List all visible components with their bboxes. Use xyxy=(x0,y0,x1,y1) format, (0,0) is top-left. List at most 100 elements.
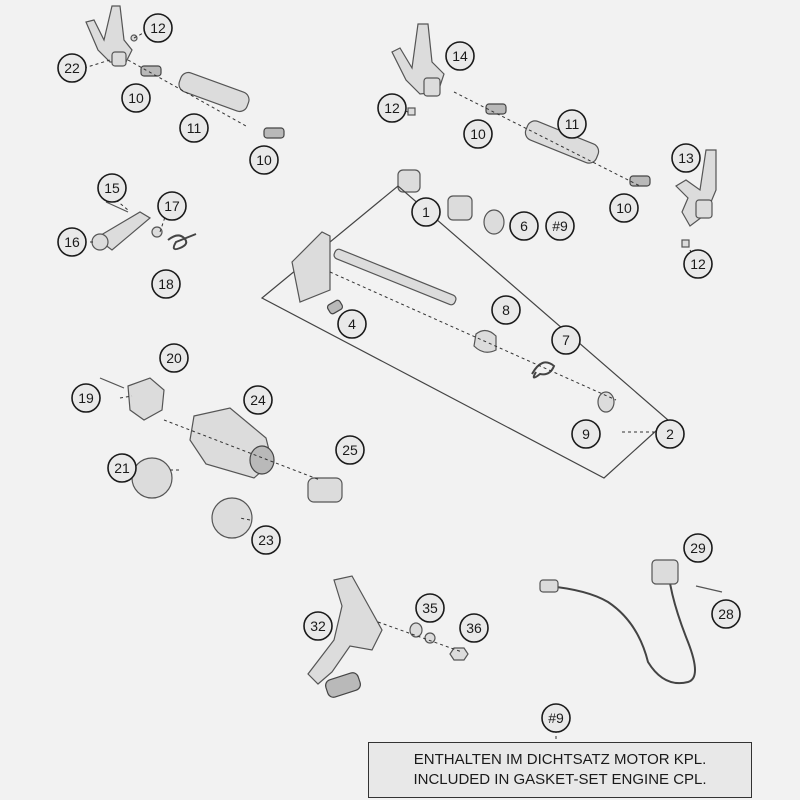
callout-label: 28 xyxy=(718,606,734,622)
callout-label: 17 xyxy=(164,198,180,214)
callout-label: 10 xyxy=(128,90,144,106)
callout-label: 35 xyxy=(422,600,438,616)
callout: 1 xyxy=(411,197,441,227)
callout-label: #9 xyxy=(548,710,564,726)
callout-label: 12 xyxy=(150,20,166,36)
shift-fork-right xyxy=(675,149,717,227)
callout-label: 24 xyxy=(250,392,266,408)
star-20 xyxy=(127,377,165,421)
parts-illustrations xyxy=(85,5,723,698)
leader-lines xyxy=(83,31,695,742)
callout-label: 23 xyxy=(258,532,274,548)
roller-1 xyxy=(397,169,421,193)
callout: 24 xyxy=(243,385,273,415)
callout-label: 2 xyxy=(666,426,674,442)
callout: 8 xyxy=(491,295,521,325)
callout-label: 15 xyxy=(104,180,120,196)
callout: 10 xyxy=(249,145,279,175)
spring-right-lower xyxy=(629,175,651,187)
callout: 32 xyxy=(303,611,333,641)
callout: #9 xyxy=(545,211,575,241)
callout-label: 12 xyxy=(384,100,400,116)
shift-fork-left xyxy=(85,5,133,67)
callout-label: 36 xyxy=(466,620,482,636)
callout: 15 xyxy=(97,173,127,203)
callout: 7 xyxy=(551,325,581,355)
shift-drum-24 xyxy=(189,407,275,479)
callout-label: 25 xyxy=(342,442,358,458)
callout-label: 20 xyxy=(166,350,182,366)
callout-label: 11 xyxy=(565,116,580,132)
callout: 2 xyxy=(655,419,685,449)
callout: 20 xyxy=(159,343,189,373)
callout-label: 29 xyxy=(690,540,706,556)
callout-label: 14 xyxy=(452,48,468,64)
shift-rod-left xyxy=(178,71,250,113)
callout-label: 10 xyxy=(616,200,632,216)
callout: 4 xyxy=(337,309,367,339)
spring-4 xyxy=(326,299,344,315)
seal-6 xyxy=(483,209,505,235)
pin-right xyxy=(407,107,416,116)
callout-label: 11 xyxy=(187,120,202,136)
bushing-25 xyxy=(307,477,343,503)
callout-label: 10 xyxy=(470,126,486,142)
gasket-set-legend: ENTHALTEN IM DICHTSATZ MOTOR KPL. INCLUD… xyxy=(368,742,752,798)
callout: 9 xyxy=(571,419,601,449)
bearing-23 xyxy=(211,497,253,539)
callout-label: 18 xyxy=(158,276,174,292)
callout: 11 xyxy=(557,109,587,139)
washer-35 xyxy=(409,622,423,638)
callout-label: 7 xyxy=(562,332,570,348)
callout-label: 19 xyxy=(78,390,94,406)
callout: 12 xyxy=(143,13,173,43)
callout-label: 12 xyxy=(690,256,706,272)
legend-line-german: ENTHALTEN IM DICHTSATZ MOTOR KPL. xyxy=(413,751,707,768)
spring-7 xyxy=(531,361,556,379)
gear-sensor-29 xyxy=(539,559,696,684)
callout: #9 xyxy=(541,703,571,733)
callout: 35 xyxy=(415,593,445,623)
callout: 14 xyxy=(445,41,475,71)
callout-label: 4 xyxy=(348,316,356,332)
washer-17 xyxy=(151,226,163,238)
callout: 12 xyxy=(683,249,713,279)
callout: 23 xyxy=(251,525,281,555)
callout-label: 10 xyxy=(256,152,272,168)
callout: 10 xyxy=(121,83,151,113)
legend-line-english: INCLUDED IN GASKET-SET ENGINE CPL. xyxy=(413,771,707,788)
callout-label: 13 xyxy=(678,150,694,166)
callout: 22 xyxy=(57,53,87,83)
callout: 28 xyxy=(711,599,741,629)
callout: 10 xyxy=(609,193,639,223)
shift-pedal-32 xyxy=(307,575,383,698)
callout-label: 6 xyxy=(520,218,528,234)
callout: 21 xyxy=(107,453,137,483)
callout: 29 xyxy=(683,533,713,563)
callout: 13 xyxy=(671,143,701,173)
nut-36 xyxy=(449,647,469,661)
bearing-21 xyxy=(131,457,173,499)
callout-label: 1 xyxy=(422,204,430,220)
pin-right-lower xyxy=(681,239,690,248)
callout: 36 xyxy=(459,613,489,643)
callout: 19 xyxy=(71,383,101,413)
callout: 10 xyxy=(463,119,493,149)
roller-2 xyxy=(447,195,473,221)
spring-left-lower xyxy=(263,127,285,139)
shift-shaft-group-box xyxy=(260,185,669,479)
spring-18 xyxy=(167,233,197,251)
spring-right xyxy=(485,103,507,115)
callout-label: 22 xyxy=(64,60,80,76)
callout-label: 21 xyxy=(114,460,130,476)
callout: 6 xyxy=(509,211,539,241)
callout: 12 xyxy=(377,93,407,123)
callout-label: 8 xyxy=(502,302,510,318)
callout: 17 xyxy=(157,191,187,221)
callout: 11 xyxy=(179,113,209,143)
callout-label: 16 xyxy=(64,234,80,250)
screw-28 xyxy=(695,585,723,593)
callout-label: 32 xyxy=(310,618,326,634)
washer-35b xyxy=(424,632,436,644)
